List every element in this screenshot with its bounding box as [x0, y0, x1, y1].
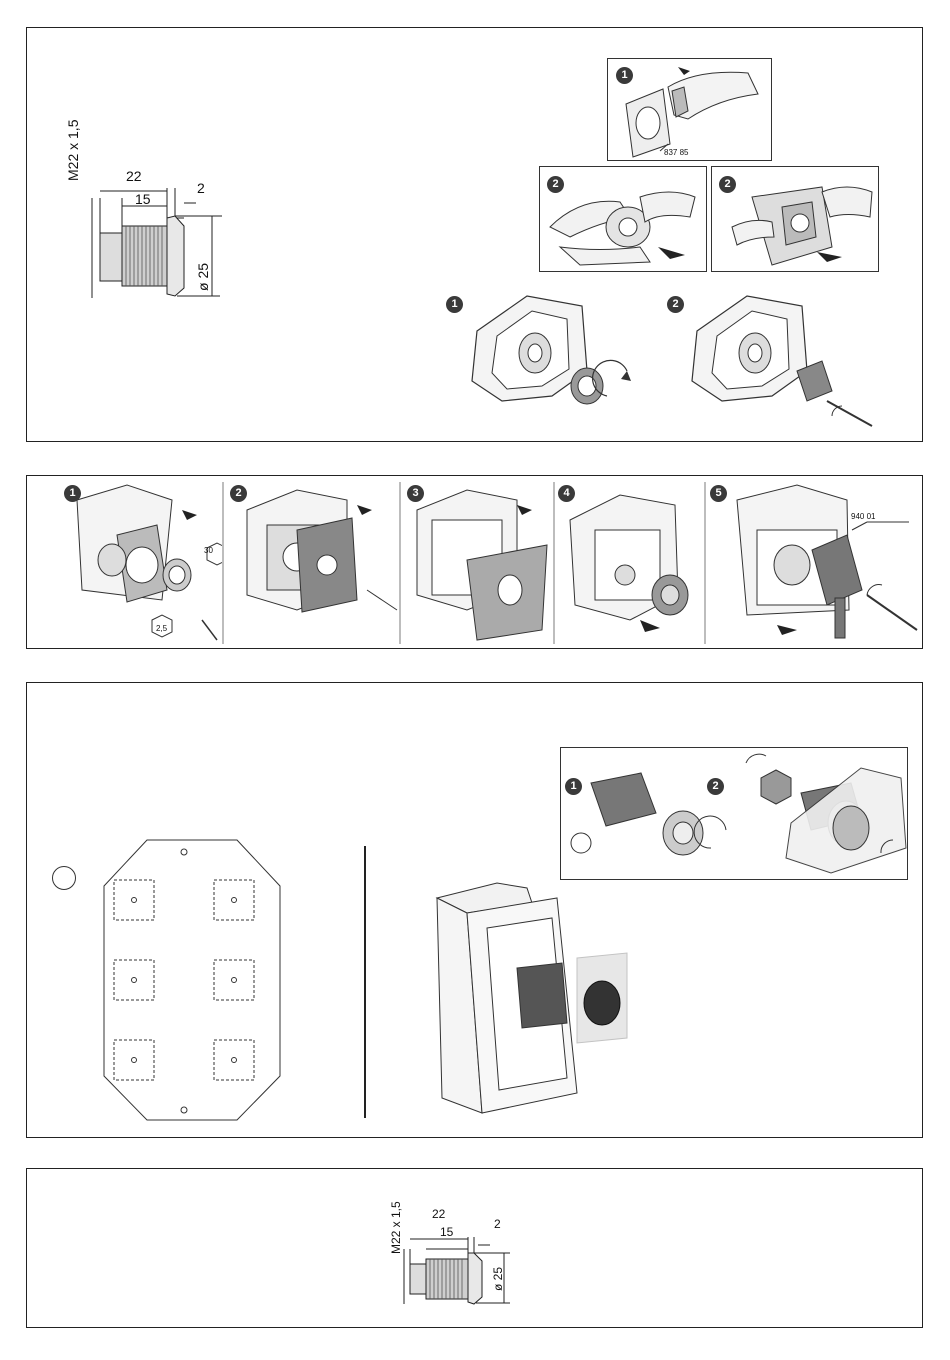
section-assembly-steps: 30 2,5 1 2 3 4 — [26, 475, 923, 649]
step-divider — [222, 482, 224, 644]
step-box-insert-a: 2 — [539, 166, 707, 272]
insert-illustration-a — [540, 167, 706, 271]
part-reference: 837 85 — [664, 148, 688, 157]
step-divider — [399, 482, 401, 644]
assembly-step-4-illustration — [560, 480, 704, 645]
diameter-label: ø 25 — [195, 263, 211, 291]
length-thread-label: 15 — [135, 191, 151, 207]
step-divider — [553, 482, 555, 644]
thread-label: M22 x 1,5 — [65, 120, 81, 181]
insert-illustration-b — [712, 167, 878, 271]
step-number: 2 — [719, 176, 736, 193]
section-mounting-dimensions: M22 x 1,5 22 15 2 ø 25 1 837 85 2 — [26, 27, 923, 442]
dimension-drawing — [392, 1209, 542, 1309]
drilling-template — [102, 838, 282, 1123]
assembly-step-1-illustration — [57, 480, 222, 645]
step-number: 1 — [565, 778, 582, 795]
flange-label: 2 — [197, 180, 205, 196]
assembly-step-2-illustration — [237, 480, 399, 645]
section-enclosure-layout: 1 2 — [26, 682, 923, 1138]
step-divider — [704, 482, 706, 644]
enclosure-nut-illustration — [457, 291, 657, 431]
hex-key-label: 2,5 — [156, 624, 167, 633]
cable-gland-illustration — [561, 748, 907, 879]
step-number: 2 — [547, 176, 564, 193]
length-total-label: 22 — [432, 1207, 445, 1221]
diameter-label: ø 25 — [491, 1267, 505, 1291]
assembly-step-5-illustration — [717, 480, 922, 645]
enclosure-operator-illustration — [677, 291, 887, 431]
length-thread-label: 15 — [440, 1225, 453, 1239]
dimension-drawing — [72, 138, 272, 308]
step-number: 3 — [407, 485, 424, 502]
step-box-cable-gland: 1 2 — [560, 747, 908, 880]
reference-circle — [52, 866, 76, 890]
step-number: 1 — [446, 296, 463, 313]
thread-label: M22 x 1,5 — [389, 1201, 403, 1254]
step-box-insert-b: 2 — [711, 166, 879, 272]
step-number: 2 — [707, 778, 724, 795]
step-number: 2 — [667, 296, 684, 313]
torque-nut-label: 30 — [204, 546, 213, 555]
enclosure-contact-illustration — [427, 878, 637, 1128]
section-dimensions-repeat: M22 x 1,5 22 15 2 ø 25 — [26, 1168, 923, 1328]
part-reference: 940 01 — [851, 512, 875, 521]
step-number: 2 — [230, 485, 247, 502]
step-number: 5 — [710, 485, 727, 502]
length-total-label: 22 — [126, 168, 142, 184]
separator-line — [364, 846, 366, 1118]
step-number: 1 — [616, 67, 633, 84]
flange-label: 2 — [494, 1217, 501, 1231]
step-number: 1 — [64, 485, 81, 502]
step-box-remove-label: 1 837 85 — [607, 58, 772, 161]
step-number: 4 — [558, 485, 575, 502]
assembly-step-3-illustration — [407, 480, 553, 645]
